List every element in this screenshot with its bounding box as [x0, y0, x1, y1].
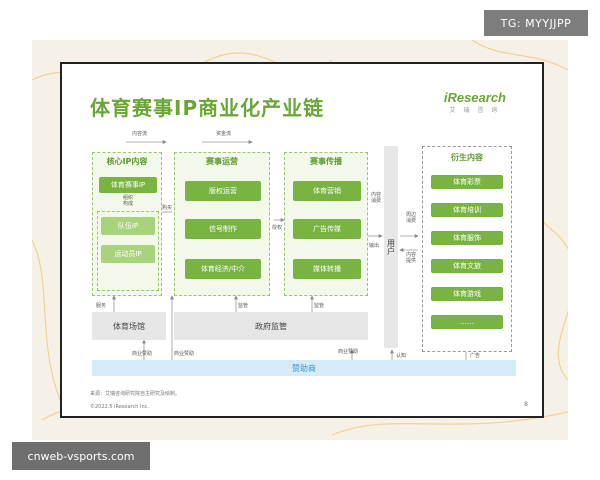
derivative-item-5: …… — [431, 315, 503, 329]
user-bar: 用户 — [384, 146, 398, 348]
derivative-column: 衍生内容 体育彩票 体育培训 体育服饰 体育文旅 体育游戏 …… — [422, 146, 512, 352]
core-ip-column: 核心IP内容 体育赛事IP 组织 构成 队伍IP 运动员IP — [92, 152, 162, 296]
label-buy: 购买 — [162, 205, 173, 211]
derivative-item-2: 体育服饰 — [431, 231, 503, 245]
footer-source: 来源：艾瑞咨询研究院自主研究及绘制。 — [90, 391, 181, 397]
core-ip-title: 核心IP内容 — [106, 157, 148, 166]
label-output: 输出 — [369, 243, 380, 249]
media-title: 赛事传播 — [310, 157, 342, 166]
media-item-2: 媒体转播 — [293, 259, 361, 279]
label-supervise-1: 监管 — [238, 303, 249, 309]
team-ip-box: 队伍IP — [101, 217, 155, 235]
team-athlete-group — [97, 211, 159, 291]
label-ad: 广告 — [470, 353, 481, 359]
watermark-bottom: cnweb-vsports.com — [12, 442, 150, 470]
media-column: 赛事传播 体育营销 广告传媒 媒体转播 — [284, 152, 368, 296]
label-biz-sponsor-3: 商业赞助 — [338, 349, 359, 355]
page-number: 8 — [524, 401, 528, 408]
derivative-item-3: 体育文旅 — [431, 259, 503, 273]
derivative-item-1: 体育培训 — [431, 203, 503, 217]
user-label: 用户 — [386, 239, 396, 255]
event-ip-box: 体育赛事IP — [99, 177, 157, 193]
label-content-consume: 内容 消费 — [370, 192, 381, 204]
operation-item-0: 版权运营 — [185, 181, 261, 201]
media-item-1: 广告传媒 — [293, 219, 361, 239]
media-item-0: 体育营销 — [293, 181, 361, 201]
logo-subtitle: 艾 瑞 咨 询 — [449, 107, 501, 114]
operation-title: 赛事运营 — [206, 157, 238, 166]
label-periph-consume: 周边 消费 — [405, 212, 416, 224]
venue-box: 体育场馆 — [92, 312, 166, 340]
watermark-top: TG: MYYJJPP — [484, 10, 588, 36]
derivative-item-0: 体育彩票 — [431, 175, 503, 189]
page-title: 体育赛事IP商业化产业链 — [90, 96, 325, 120]
operation-item-1: 信号制作 — [185, 219, 261, 239]
athlete-ip-box: 运动员IP — [101, 245, 155, 263]
label-compose: 组织 构成 — [122, 195, 133, 207]
label-recognize: 认知 — [396, 353, 407, 359]
gov-box: 政府监管 — [174, 312, 368, 340]
label-content-supply: 内容 提供 — [405, 252, 416, 264]
report-slide: 体育赛事IP商业化产业链 iResearch 艾 瑞 咨 询 — [60, 62, 544, 418]
footer-copyright: ©2022.5 iResearch Inc. — [90, 404, 149, 410]
label-capital-flow: 资金流 — [216, 131, 232, 137]
operation-column: 赛事运营 版权运营 信号制作 体育经济/中介 — [174, 152, 270, 296]
derivative-title: 衍生内容 — [451, 153, 483, 162]
iresearch-logo: iResearch 艾 瑞 咨 询 — [444, 90, 506, 114]
label-biz-sponsor-2: 商业赞助 — [174, 351, 195, 357]
operation-item-2: 体育经济/中介 — [185, 259, 261, 279]
label-content-flow: 内容流 — [132, 131, 148, 137]
label-license: 授权 — [272, 225, 283, 231]
sponsor-bar: 赞助商 — [92, 360, 516, 376]
derivative-item-4: 体育游戏 — [431, 287, 503, 301]
logo-brand: iResearch — [443, 90, 506, 105]
label-service: 服务 — [96, 303, 107, 309]
label-biz-sponsor-1: 商业赞助 — [132, 351, 153, 357]
label-supervise-2: 监管 — [314, 303, 325, 309]
